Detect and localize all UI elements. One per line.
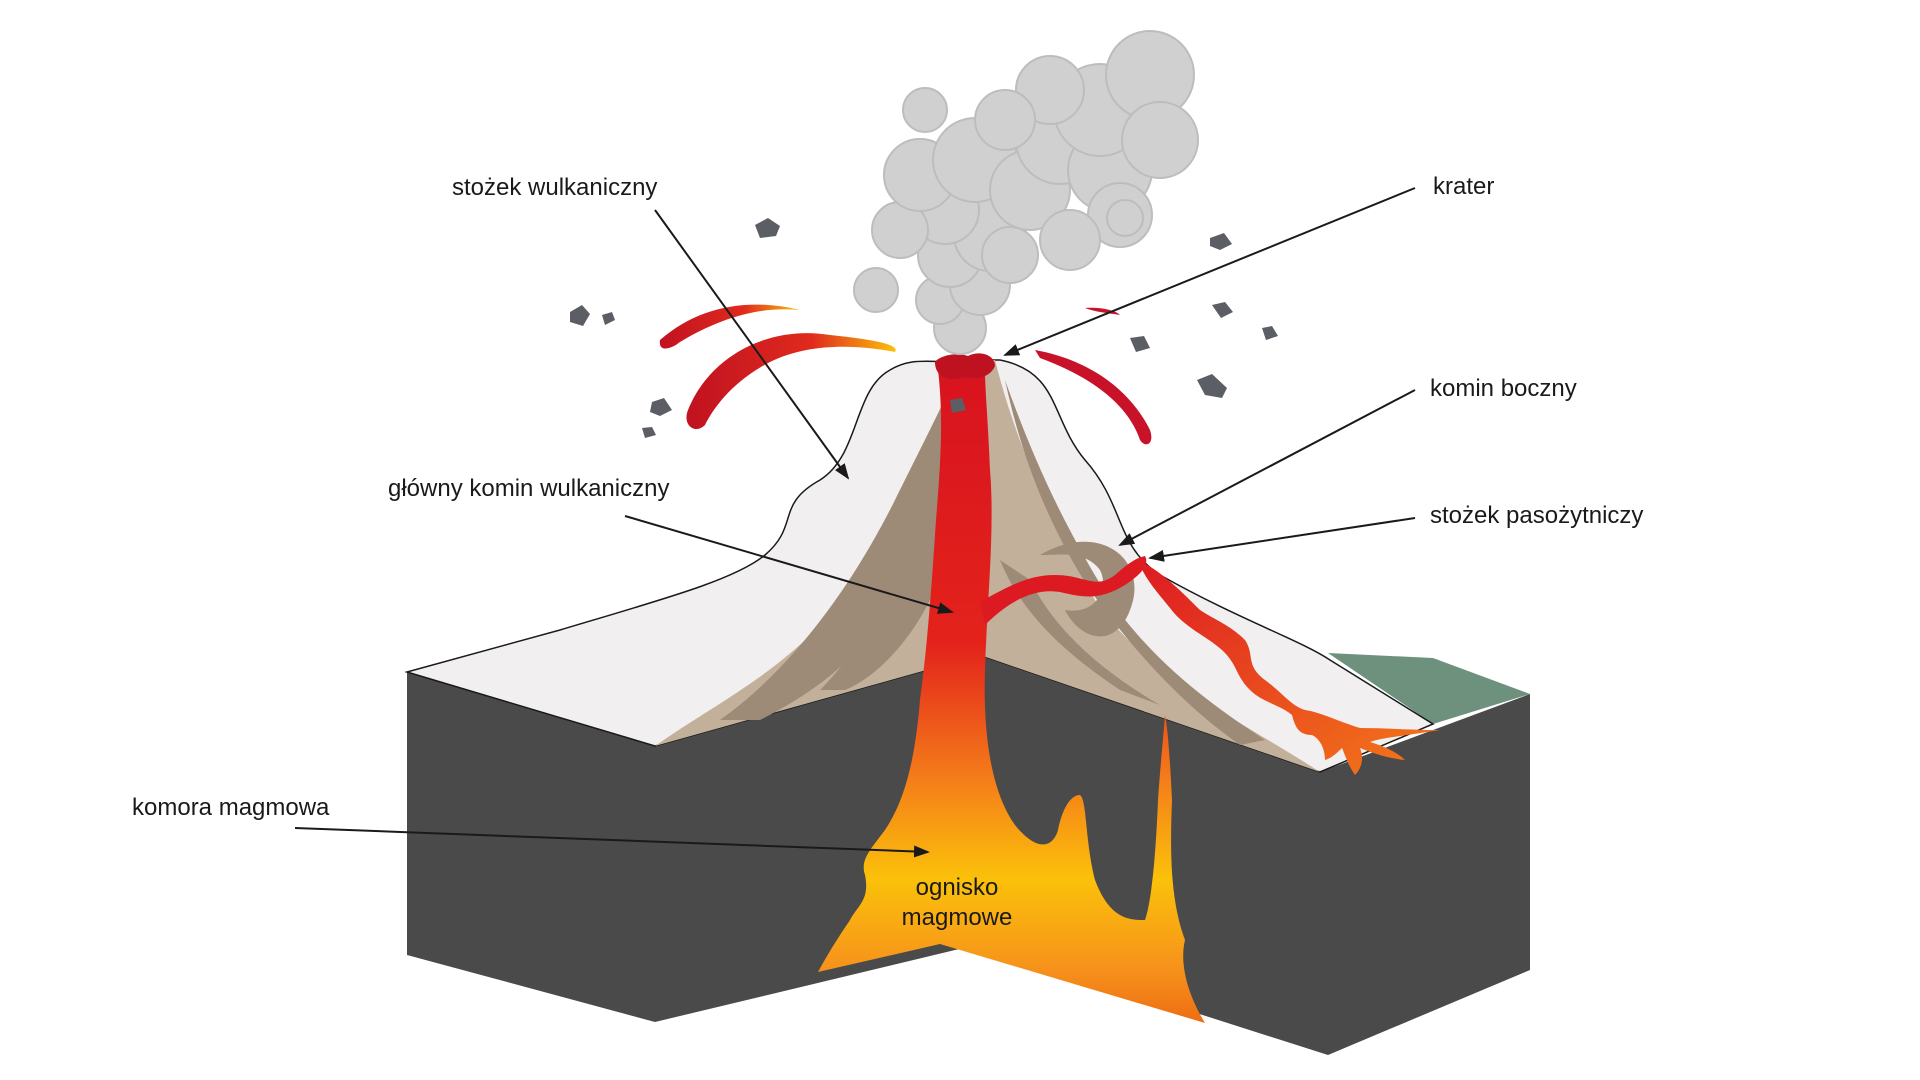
label-magma-focus-2: magmowe	[902, 904, 1013, 931]
grass-right	[1328, 653, 1530, 724]
label-magma-focus-1: ognisko	[916, 874, 999, 901]
label-magma-chamber: komora magmowa	[132, 794, 330, 821]
smoke-plume	[853, 30, 1199, 355]
label-cone: stożek wulkaniczny	[452, 174, 657, 201]
leader-crater	[1003, 187, 1416, 356]
labels: stożek wulkaniczny krater komin boczny s…	[132, 173, 1643, 931]
label-crater: krater	[1433, 173, 1494, 200]
label-side-vent: komin boczny	[1430, 375, 1577, 402]
label-main-vent: główny komin wulkaniczny	[388, 475, 669, 502]
label-parasitic-cone: stożek pasożytniczy	[1430, 502, 1643, 529]
magma-chamber[interactable]	[818, 370, 1205, 1023]
leader-magma-chamber	[294, 827, 930, 858]
side-vent	[980, 556, 1147, 625]
leader-cone	[654, 209, 850, 480]
leader-lines	[294, 187, 1416, 858]
block-left-face	[407, 655, 980, 1022]
rocks	[570, 218, 1278, 438]
crater-plug	[935, 353, 995, 380]
leader-side-vent	[1118, 389, 1416, 546]
lava-flow	[1138, 560, 1440, 775]
leader-parasitic-cone	[1148, 517, 1416, 562]
leader-main-vent	[624, 515, 954, 614]
